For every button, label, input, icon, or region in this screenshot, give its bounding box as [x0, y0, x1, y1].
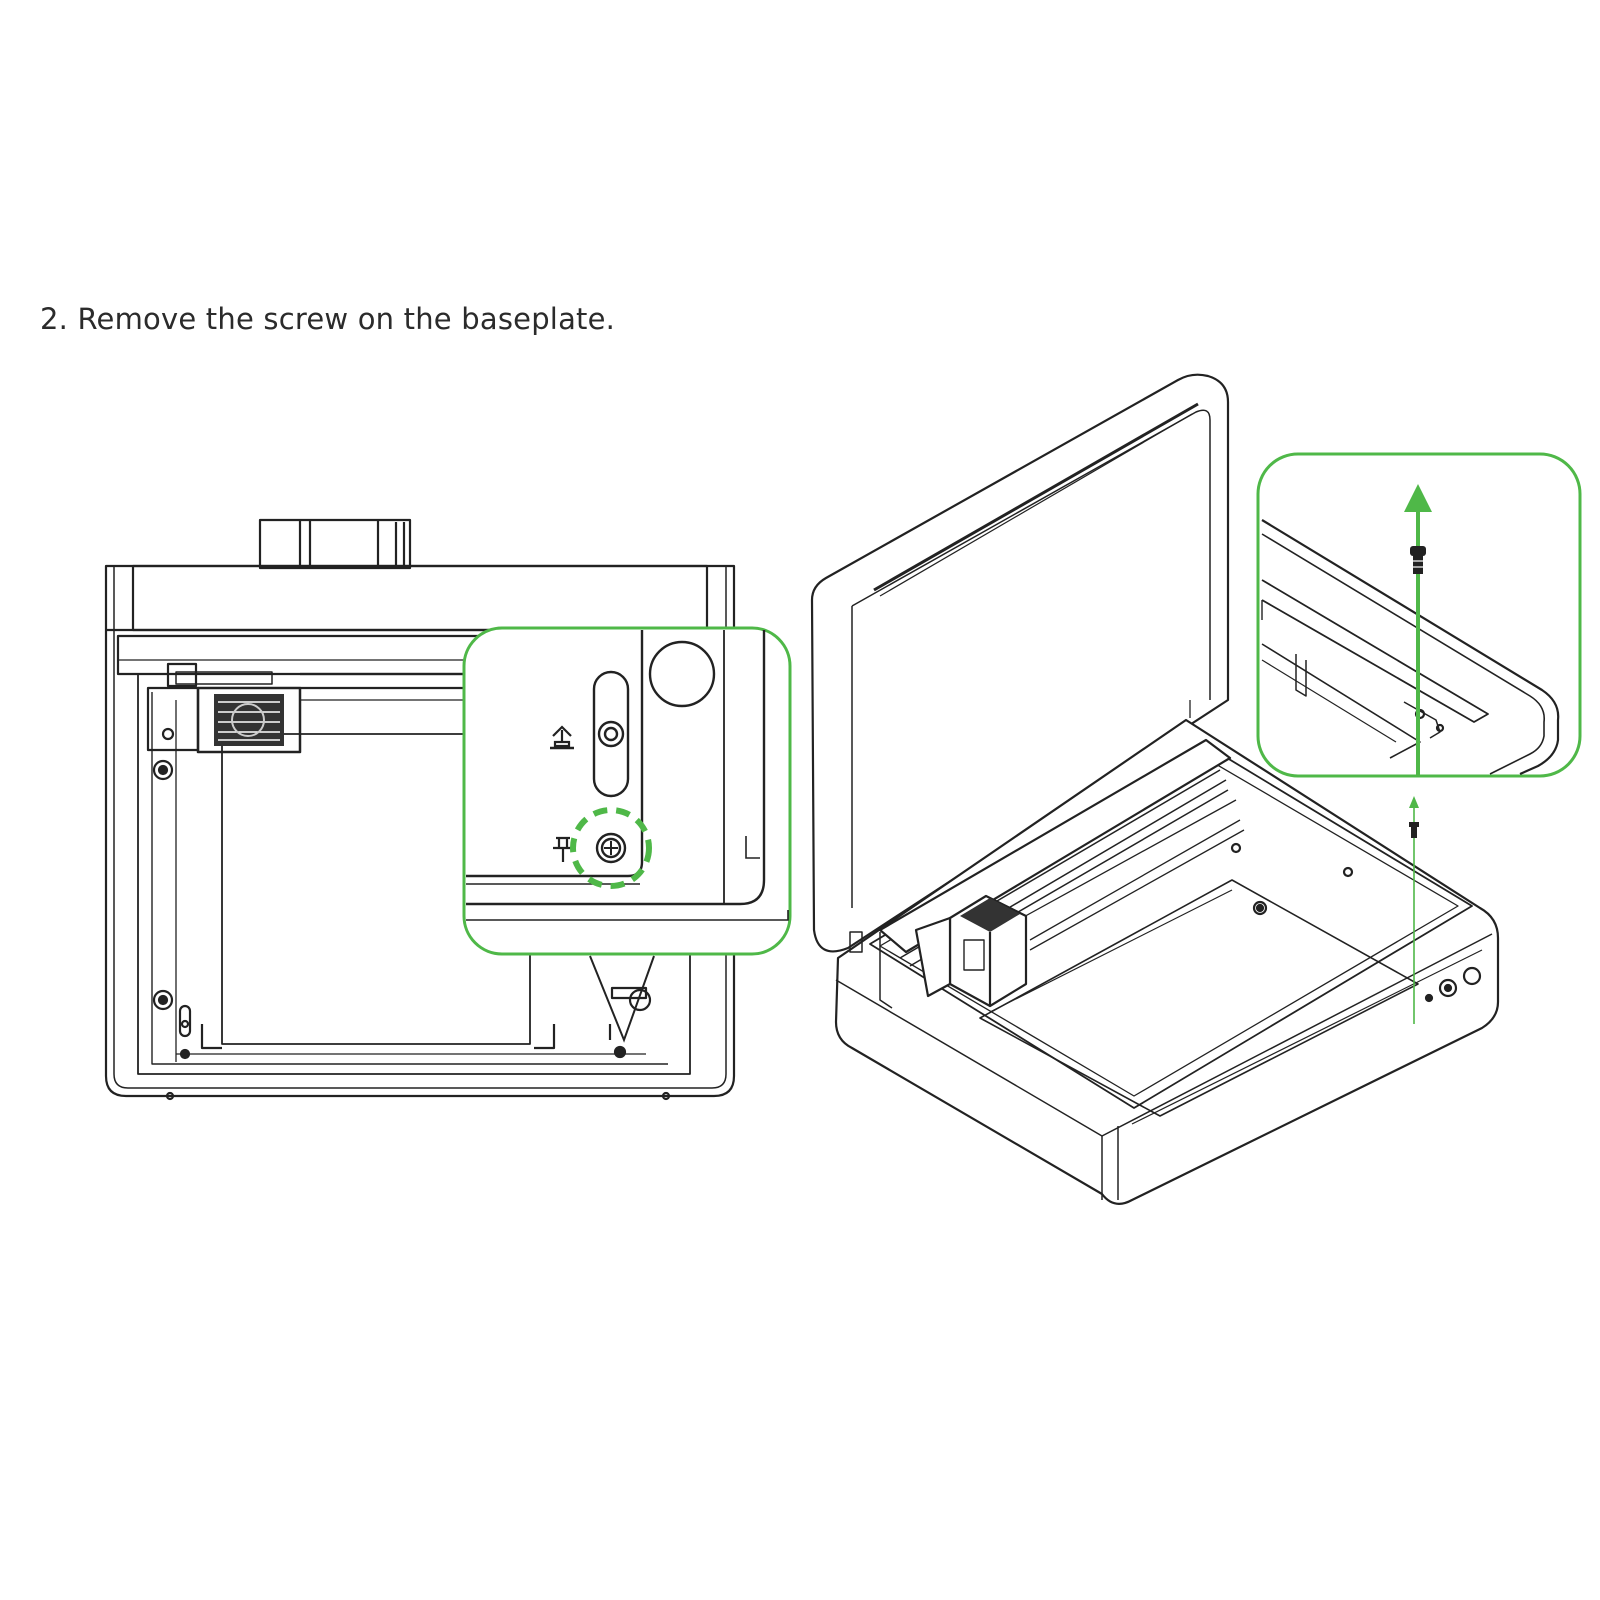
baseplate-screw-top-view [613, 1045, 627, 1059]
zoom-pointer [589, 955, 655, 1043]
base-body [834, 718, 1500, 1205]
side-screw-upper [152, 759, 174, 781]
zoom-callout-isometric [1256, 452, 1582, 778]
zoom-callout-top-view [462, 626, 792, 956]
machine-top-strip [131, 564, 709, 632]
sensor-circle [648, 640, 716, 708]
screw-highlight-ring [570, 807, 652, 889]
gantry-iso [878, 738, 1232, 954]
removal-arrow-small [1409, 796, 1419, 1024]
front-buttons [1424, 966, 1482, 1003]
unlock-icon [550, 725, 574, 750]
open-lid [810, 373, 1230, 953]
side-screw-lower [152, 989, 174, 1011]
laser-head-iso [914, 894, 1028, 1008]
pin-lock-icon [553, 836, 573, 862]
step-instruction: 2. Remove the screw on the baseplate. [40, 302, 616, 336]
removed-screw [1410, 546, 1426, 574]
baseplate-screw [595, 832, 627, 864]
isometric-machine [810, 373, 1500, 1205]
exhaust-port [258, 518, 412, 570]
baseplate-slot [592, 670, 630, 798]
arrow-up-icon [1404, 484, 1432, 776]
laser-head [146, 662, 302, 754]
baseplate-iso [979, 879, 1419, 1117]
machine-outer-frame [104, 564, 736, 1098]
